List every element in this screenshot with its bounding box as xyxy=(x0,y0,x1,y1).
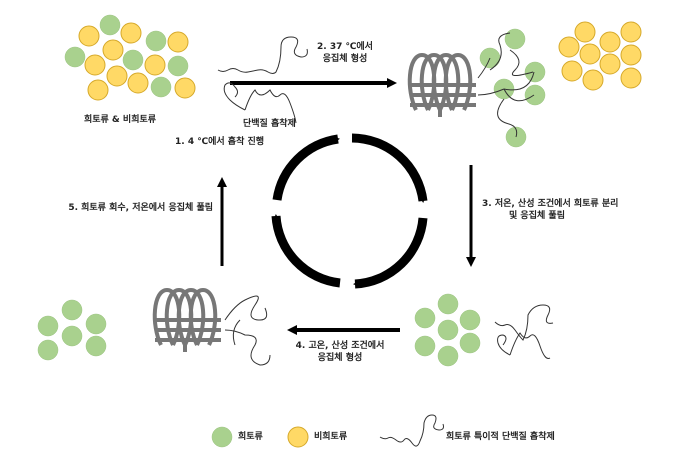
cycle-arc-right xyxy=(351,133,428,203)
step2-label-line1: 2. 37 ℃에서 xyxy=(317,42,373,52)
rare-earth-particle xyxy=(524,84,546,106)
legend-adsorbent-icon xyxy=(379,414,444,447)
mixture-label: 희토류 & 비희토류 xyxy=(83,115,157,125)
rare-earth-particle xyxy=(437,293,459,315)
non-rare-earth-particle xyxy=(599,53,621,75)
non-rare-earth-particle xyxy=(574,21,596,43)
legend-adsorbent-label: 희토류 특이적 단백질 흡착제 xyxy=(446,432,555,442)
non-rare-earth-particle xyxy=(87,79,109,101)
cycle-arc-top xyxy=(272,134,340,201)
step4-label-line2: 응집체 형성 xyxy=(317,353,363,363)
rare-earth-particle xyxy=(504,28,526,50)
particles xyxy=(37,14,642,448)
non-rare-earth-particle xyxy=(620,44,642,66)
rare-earth-particle xyxy=(524,61,546,83)
rare-earth-particle xyxy=(85,335,107,357)
non-rare-earth-particle xyxy=(599,31,621,53)
cycle-arc-bottom xyxy=(353,217,428,289)
non-rare-earth-particle xyxy=(167,31,189,53)
non-rare-earth-particle xyxy=(102,39,124,61)
non-rare-earth-particle xyxy=(620,67,642,89)
rare-earth-particle xyxy=(61,299,83,321)
non-rare-earth-particle xyxy=(106,65,128,87)
legend-rare-earth-icon xyxy=(211,426,233,448)
rare-earth-particle xyxy=(437,319,459,341)
non-rare-earth-particle xyxy=(84,54,106,76)
rare-earth-particle xyxy=(61,325,83,347)
non-rare-earth-particle xyxy=(78,25,100,47)
rare-earth-particle xyxy=(459,332,481,354)
rare-earth-particle xyxy=(437,345,459,367)
step5-label: 5. 희토류 회수, 저온에서 응집체 풀림 xyxy=(68,203,213,213)
rare-earth-particle xyxy=(64,46,86,68)
step4-label-line1: 4. 고온, 산성 조건에서 xyxy=(295,341,385,351)
legend-rare-earth-label: 희토류 xyxy=(238,432,263,442)
aggregate-bottom xyxy=(152,287,221,352)
rare-earth-particle xyxy=(150,76,172,98)
rare-earth-particle xyxy=(459,309,481,331)
adsorbent-protein-free xyxy=(217,36,308,124)
non-rare-earth-particle xyxy=(127,72,149,94)
rare-earth-particle xyxy=(122,49,144,71)
adsorbent-label: 단백질 흡착제 xyxy=(243,119,296,129)
non-rare-earth-particle xyxy=(620,21,642,43)
step1-label: 1. 4 ℃에서 흡착 진행 xyxy=(175,137,265,147)
cycle-arc-left xyxy=(271,214,341,288)
non-rare-earth-particle xyxy=(582,69,604,91)
step3-label-line1: 3. 저온, 산성 조건에서 희토류 분리 xyxy=(482,199,619,209)
legend-non-rare-earth-label: 비희토류 xyxy=(314,432,348,442)
rare-earth-particle xyxy=(167,55,189,77)
non-rare-earth-particle xyxy=(561,60,583,82)
rare-earth-particle xyxy=(37,339,59,361)
rare-earth-particle xyxy=(99,14,121,36)
cycle-arrows xyxy=(271,133,428,289)
aggregate-loops xyxy=(407,52,476,117)
legend-non-rare-earth-icon xyxy=(287,426,309,448)
adsorbent-tethers xyxy=(224,32,554,447)
rare-earth-particle xyxy=(145,30,167,52)
non-rare-earth-particle xyxy=(579,43,601,65)
step2-label-line2: 응집체 형성 xyxy=(322,54,368,64)
non-rare-earth-particle xyxy=(120,22,142,44)
non-rare-earth-particle xyxy=(558,36,580,58)
non-rare-earth-particle xyxy=(144,54,166,76)
step3-label-line2: 및 응집체 풀림 xyxy=(509,211,565,221)
rare-earth-particle xyxy=(414,335,436,357)
aggregate-loops xyxy=(152,287,221,352)
non-rare-earth-particle xyxy=(174,77,196,99)
rare-earth-particle xyxy=(85,313,107,335)
rare-earth-particle xyxy=(37,315,59,337)
rare-earth-particle xyxy=(414,307,436,329)
aggregate-top xyxy=(407,52,476,117)
